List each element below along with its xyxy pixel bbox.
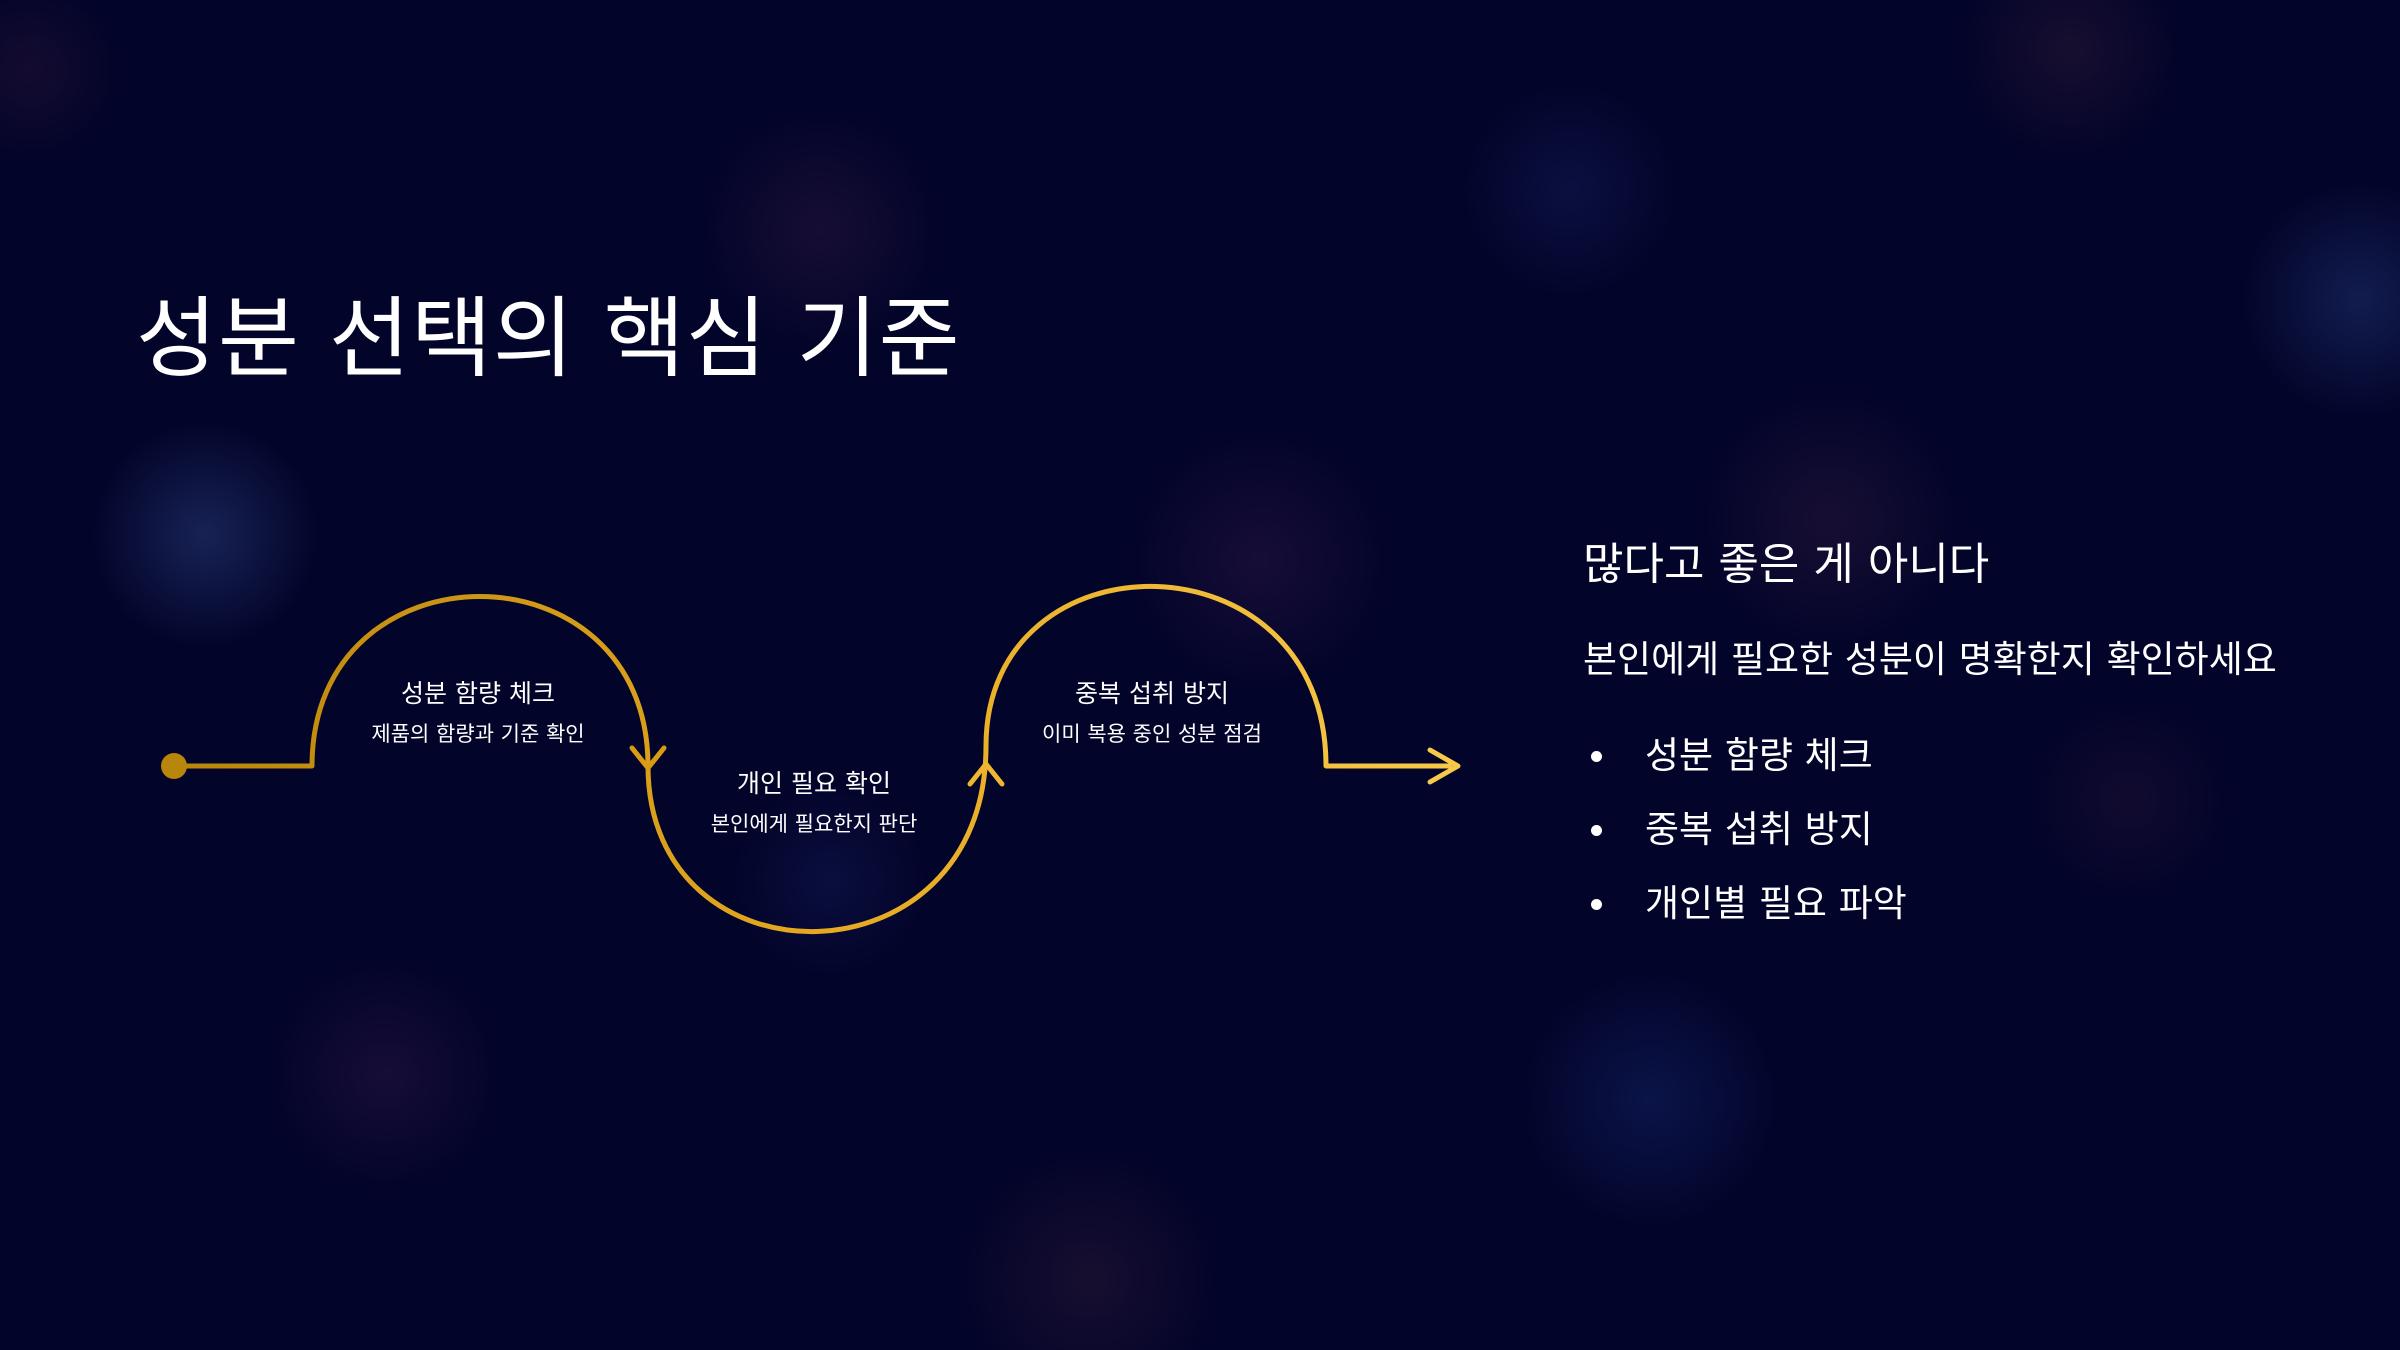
flow-step-desc: 이미 복용 중인 성분 점검: [1042, 722, 1262, 746]
flow-step-title: 성분 함량 체크: [401, 679, 555, 708]
slide-title: 성분 선택의 핵심 기준: [136, 287, 961, 390]
bullet-item: 개인별 필요 파악: [1583, 867, 2283, 941]
flow-step-desc: 본인에게 필요한지 판단: [710, 812, 918, 836]
flow-step-2: 개인 필요 확인 본인에게 필요한지 판단: [644, 766, 984, 842]
flow-step-desc: 제품의 함량과 기준 확인: [371, 722, 585, 746]
flow-step-3: 중복 섭취 방지 이미 복용 중인 성분 점검: [982, 676, 1322, 752]
bullet-item: 성분 함량 체크: [1583, 719, 2283, 793]
arrow-right-icon: [1427, 747, 1461, 785]
panel-heading: 많다고 좋은 게 아니다: [1583, 539, 1990, 590]
chevron-up-icon: [967, 761, 1005, 787]
bullet-list: 성분 함량 체크 중복 섭취 방지 개인별 필요 파악: [1583, 719, 2283, 941]
chevron-down-icon: [629, 745, 667, 771]
bullet-dot-icon: [1591, 899, 1602, 910]
bullet-text: 개인별 필요 파악: [1645, 882, 1907, 925]
bullet-dot-icon: [1591, 825, 1602, 836]
dot-icon: [161, 753, 187, 779]
bullet-item: 중복 섭취 방지: [1583, 793, 2283, 867]
info-panel: 많다고 좋은 게 아니다 본인에게 필요한 성분이 명확한지 확인하세요 성분 …: [1583, 535, 2283, 941]
flow-path: [169, 583, 1453, 935]
bullet-text: 성분 함량 체크: [1645, 734, 1873, 777]
panel-description: 본인에게 필요한 성분이 명확한지 확인하세요: [1583, 638, 2277, 681]
flow-step-title: 개인 필요 확인: [737, 769, 891, 798]
flow-step-title: 중복 섭취 방지: [1075, 679, 1229, 708]
bullet-text: 중복 섭취 방지: [1645, 808, 1873, 851]
flow-step-1: 성분 함량 체크 제품의 함량과 기준 확인: [308, 676, 648, 752]
bullet-dot-icon: [1591, 751, 1602, 762]
